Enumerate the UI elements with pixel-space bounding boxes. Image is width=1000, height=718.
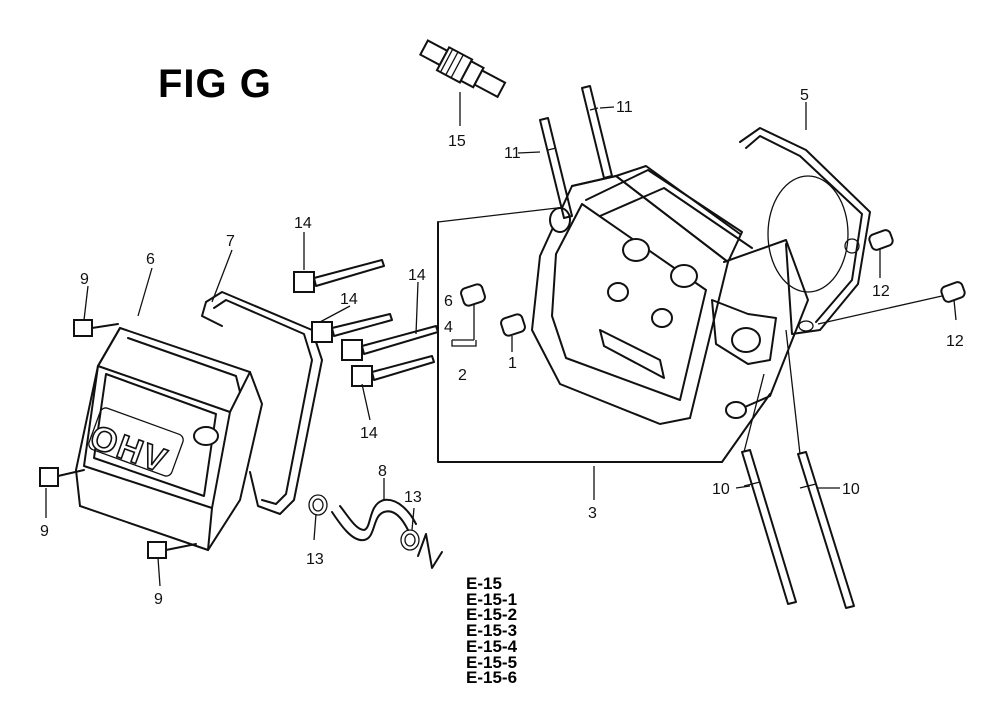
callout-9-left: 9 [40, 523, 49, 540]
callout-12-a: 12 [872, 283, 890, 300]
callout-15: 15 [448, 133, 466, 150]
ref-code: E-15-2 [466, 605, 518, 625]
callout-8: 8 [378, 463, 387, 480]
dowel-pin-1 [500, 313, 526, 337]
callout-3: 3 [588, 505, 597, 522]
stud-10-left [741, 373, 797, 605]
bolt-14-upper [293, 259, 385, 293]
dowel-12-b [817, 281, 966, 325]
callout-6-small: 6 [444, 293, 453, 310]
callout-11-right: 11 [616, 99, 633, 116]
callout-4: 4 [444, 319, 453, 336]
bolt-9-lower-left [39, 467, 85, 487]
bolt-14-lower-a [341, 325, 439, 361]
callout-14-lower: 14 [360, 425, 378, 442]
callout-labels: 15 11 11 5 6 7 9 9 9 14 14 14 14 6 4 2 1… [40, 87, 964, 608]
hose-clip-13-right [400, 529, 420, 551]
ref-code: E-15-3 [466, 621, 518, 641]
bracket-2 [451, 340, 477, 347]
callout-9-lower: 9 [154, 591, 163, 608]
callout-6: 6 [146, 251, 155, 268]
dowel-12-a [868, 229, 894, 251]
leader-lines [45, 102, 957, 587]
valve-cover-gasket [201, 291, 323, 515]
cylinder-head [437, 165, 809, 463]
callout-13-right: 13 [404, 489, 422, 506]
callout-14-right: 14 [408, 267, 426, 284]
callout-7: 7 [226, 233, 235, 250]
callout-10-right: 10 [842, 481, 860, 498]
stud-10-right [785, 329, 855, 609]
stud-11-right [581, 85, 613, 179]
ref-code: E-15-1 [466, 589, 518, 609]
head-gasket [739, 127, 871, 335]
callout-12-b: 12 [946, 333, 964, 350]
ref-code: E-15 [466, 574, 502, 593]
ref-code: E-15-5 [466, 652, 518, 672]
bolt-9-upper [73, 319, 119, 337]
callout-13-left: 13 [306, 551, 324, 568]
callout-5: 5 [800, 87, 809, 104]
callout-9-upper: 9 [80, 271, 89, 288]
spark-plug [418, 39, 507, 99]
callout-14-mid: 14 [340, 291, 358, 308]
figure-title: FIG G [158, 62, 272, 106]
ref-code: E-15-6 [466, 668, 518, 688]
ref-code: E-15-4 [466, 636, 518, 656]
hose-clip-13-left [308, 494, 328, 516]
breather-tube [331, 498, 417, 542]
reference-codes: E-15 E-15-1 E-15-2 E-15-3 E-15-4 E-15-5 … [466, 574, 518, 688]
callout-2: 2 [458, 367, 467, 384]
dowel-pin-2 [460, 283, 486, 307]
valve-cover: OHV [74, 326, 264, 552]
breather-direction-mark [417, 533, 443, 569]
bolt-14-lower-b [351, 355, 435, 387]
callout-10-left: 10 [712, 481, 730, 498]
bolt-14-mid [311, 313, 393, 343]
callout-11-left: 11 [504, 145, 521, 162]
callout-1: 1 [508, 355, 517, 372]
callout-14-upper: 14 [294, 215, 312, 232]
stud-11-left [539, 117, 573, 219]
bolt-9-lower [147, 541, 197, 559]
